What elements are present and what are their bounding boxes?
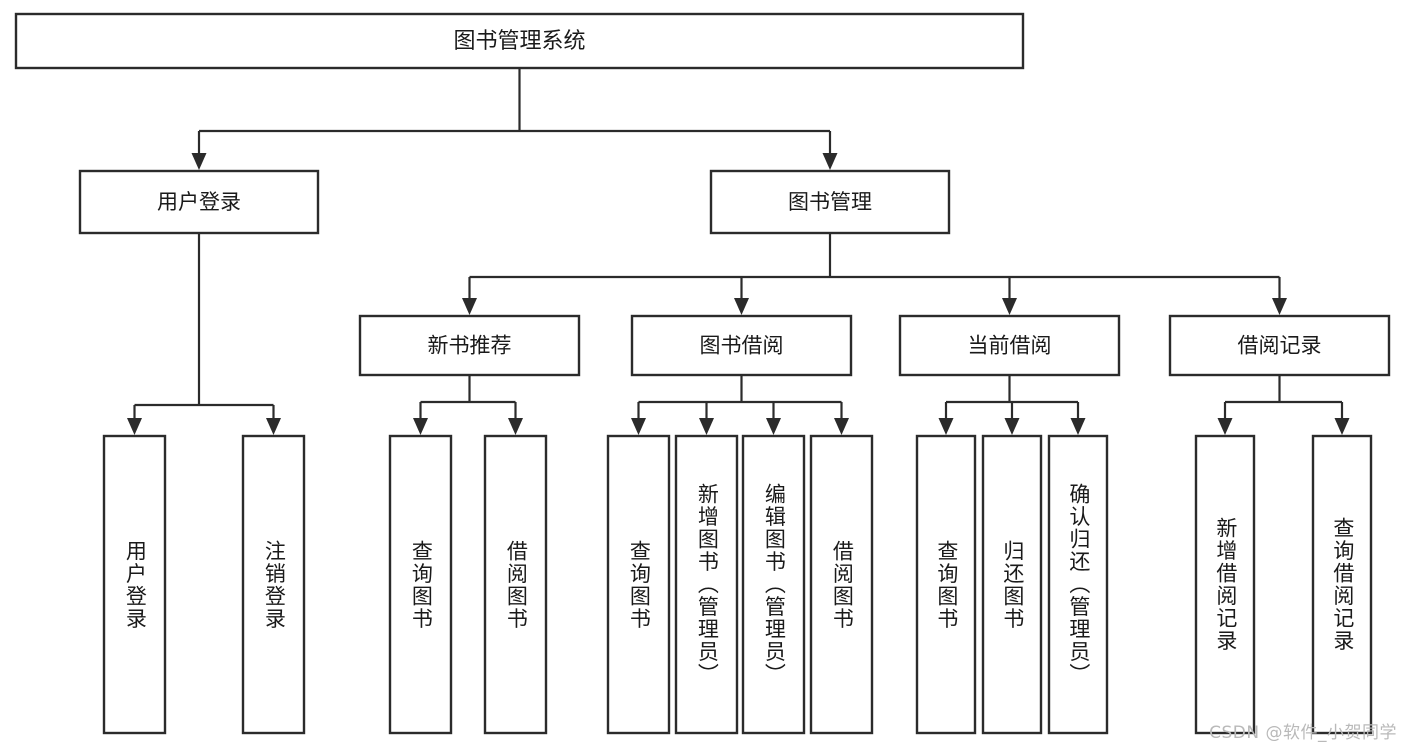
arrow-head-icon xyxy=(699,418,714,435)
node-label-book-borrow: 图书借阅 xyxy=(700,334,784,358)
arrow-head-icon xyxy=(766,418,781,435)
node-label-current-borrow: 当前借阅 xyxy=(968,334,1052,358)
node-box-leaf-add-book-admin[interactable] xyxy=(674,434,739,735)
arrow-head-icon xyxy=(938,418,954,435)
arrow-head-icon xyxy=(834,418,849,435)
node-box-leaf-confirm-return-admin[interactable] xyxy=(1047,434,1109,735)
arrow-head-icon xyxy=(1334,418,1350,435)
arrow-head-icon xyxy=(1004,418,1020,435)
arrow-head-icon xyxy=(413,418,428,435)
connector-edges xyxy=(127,68,1350,435)
node-label-borrow-record: 借阅记录 xyxy=(1238,334,1322,358)
node-box-leaf-return-book[interactable] xyxy=(981,434,1043,735)
arrow-head-icon xyxy=(266,418,281,435)
node-box-book-management[interactable] xyxy=(709,169,951,235)
arrow-head-icon xyxy=(1070,418,1086,435)
node-box-leaf-add-borrow-record[interactable] xyxy=(1194,434,1256,735)
node-box-book-borrow[interactable] xyxy=(630,314,853,377)
arrow-head-icon xyxy=(1217,418,1233,435)
arrow-head-icon xyxy=(1272,298,1287,315)
watermark-text: CSDN @软件_小贺同学 xyxy=(1209,723,1397,743)
node-label-root: 图书管理系统 xyxy=(453,29,585,54)
arrow-head-icon xyxy=(191,153,207,170)
node-box-leaf-borrow-book-recommend[interactable] xyxy=(483,434,548,735)
node-box-new-book-recommend[interactable] xyxy=(358,314,581,377)
node-box-borrow-record[interactable] xyxy=(1168,314,1391,377)
node-box-current-borrow[interactable] xyxy=(898,314,1121,377)
node-box-leaf-user-login[interactable] xyxy=(102,434,167,735)
arrow-head-icon xyxy=(508,418,523,435)
node-box-leaf-query-borrow-record[interactable] xyxy=(1311,434,1373,735)
node-box-root[interactable] xyxy=(14,12,1025,70)
node-label-book-management: 图书管理 xyxy=(788,190,872,214)
arrow-head-icon xyxy=(631,418,646,435)
node-label-user-login: 用户登录 xyxy=(157,190,241,214)
arrow-head-icon xyxy=(1002,298,1017,315)
node-box-leaf-query-book-borrow[interactable] xyxy=(606,434,671,735)
node-box-leaf-query-book-recommend[interactable] xyxy=(388,434,453,735)
node-box-leaf-logout[interactable] xyxy=(241,434,306,735)
node-box-leaf-edit-book-admin[interactable] xyxy=(741,434,806,735)
arrow-head-icon xyxy=(734,298,749,315)
arrow-head-icon xyxy=(462,298,477,315)
node-box-user-login[interactable] xyxy=(78,169,320,235)
node-box-leaf-query-book-current[interactable] xyxy=(915,434,977,735)
node-boxes xyxy=(14,12,1391,735)
arrow-head-icon xyxy=(822,153,838,170)
arrow-head-icon xyxy=(127,418,142,435)
node-box-leaf-borrow-book[interactable] xyxy=(809,434,874,735)
node-label-new-book-recommend: 新书推荐 xyxy=(428,334,512,358)
